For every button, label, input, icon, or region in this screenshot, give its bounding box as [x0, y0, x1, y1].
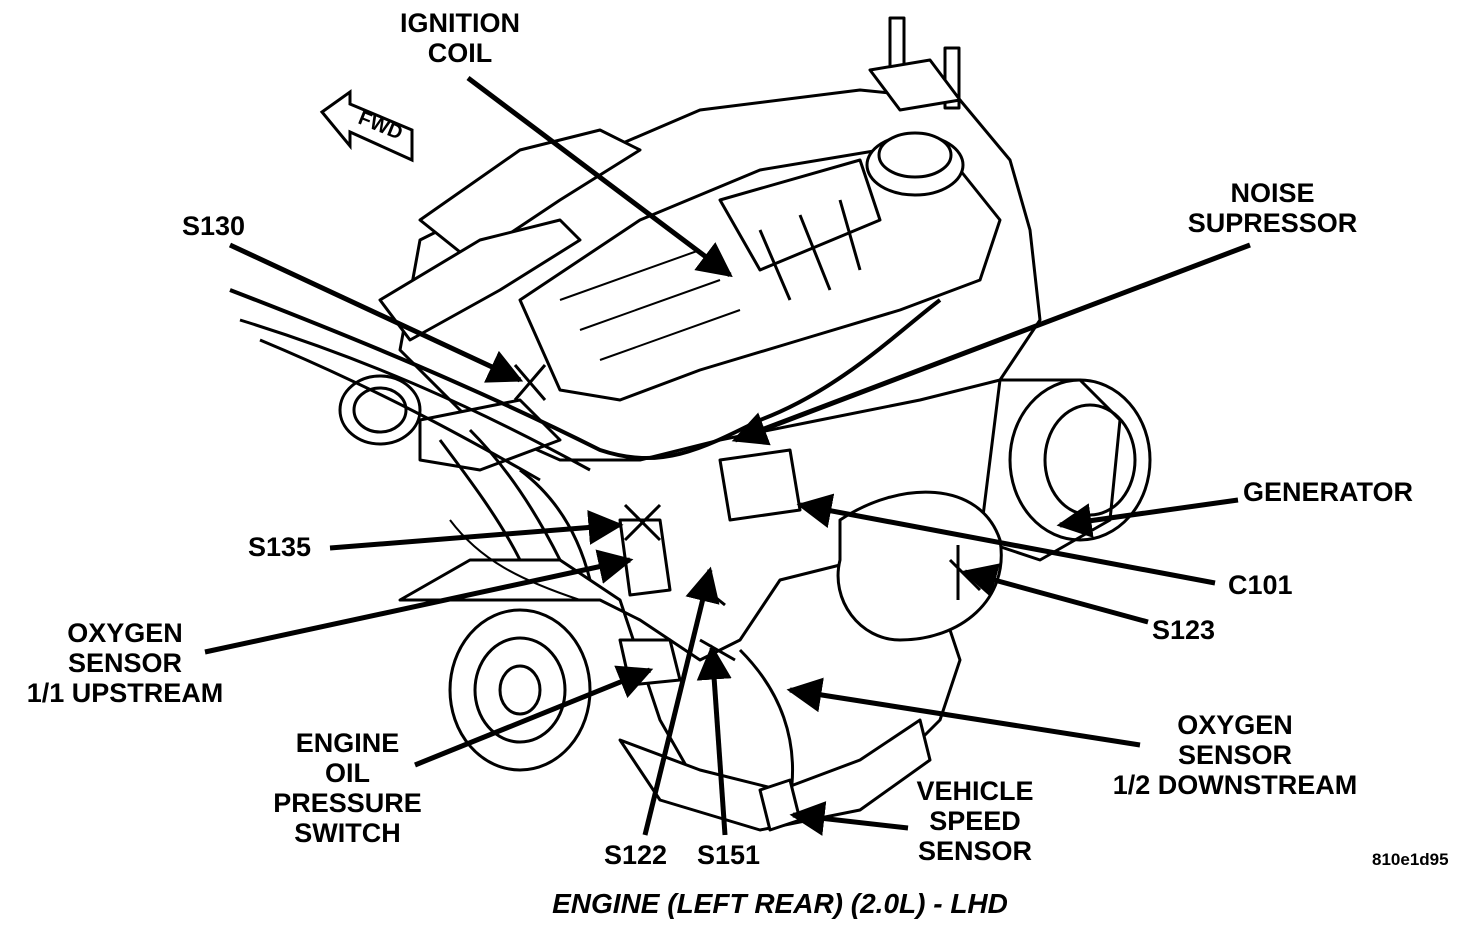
label-line: PRESSURE: [273, 788, 422, 818]
label-line: OXYGEN: [1177, 710, 1293, 740]
label-engine-oil-pressure-switch: ENGINE OIL PRESSURE SWITCH: [265, 728, 430, 848]
diagram-caption: ENGINE (LEFT REAR) (2.0L) - LHD: [552, 888, 1008, 919]
label-line: 1/2 DOWNSTREAM: [1112, 770, 1358, 800]
label-line: SUPRESSOR: [1187, 208, 1358, 238]
splice-marks: [513, 364, 982, 662]
leader-oil-pressure: [414, 665, 654, 768]
label-s151: S151: [697, 840, 761, 870]
figure-code: 810e1d95: [1372, 850, 1449, 869]
label-s122: S122: [604, 840, 668, 870]
label-oxygen-sensor-downstream: OXYGEN SENSOR 1/2 DOWNSTREAM: [1105, 710, 1365, 800]
leader-s130: [228, 242, 524, 383]
label-line: IGNITION: [400, 8, 520, 38]
leader-speed-sensor: [789, 801, 909, 836]
label-vehicle-speed-sensor: VEHICLE SPEED SENSOR: [910, 776, 1040, 866]
label-line: SENSOR: [917, 836, 1033, 866]
leader-s123: [961, 563, 1149, 625]
label-line: NOISE: [1230, 178, 1315, 208]
label-line: OIL: [325, 758, 370, 788]
leader-lines: [204, 76, 1251, 836]
label-line: SENSOR: [67, 648, 183, 678]
leader-ignition-coil: [466, 76, 733, 278]
leader-oxygen-upstream: [204, 549, 634, 655]
forward-arrow-icon: FWD: [319, 89, 414, 163]
label-line: OXYGEN: [67, 618, 183, 648]
leader-noise-supressor: [731, 242, 1251, 446]
leader-oxygen-downstream: [786, 677, 1141, 748]
leader-s135: [329, 510, 624, 551]
label-line: VEHICLE: [916, 776, 1034, 806]
label-noise-supressor: NOISE SUPRESSOR: [1180, 178, 1365, 238]
label-line: COIL: [427, 38, 493, 68]
leader-c101: [796, 493, 1216, 586]
leader-s151: [696, 644, 732, 836]
label-s123: S123: [1152, 615, 1216, 645]
label-line: SPEED: [929, 806, 1021, 836]
label-line: 1/1 UPSTREAM: [26, 678, 224, 708]
leader-s122: [642, 566, 720, 836]
label-oxygen-sensor-upstream: OXYGEN SENSOR 1/1 UPSTREAM: [20, 618, 230, 708]
label-c101: C101: [1228, 570, 1293, 600]
label-generator: GENERATOR: [1243, 477, 1414, 507]
label-line: SENSOR: [1177, 740, 1293, 770]
label-line: ENGINE: [295, 728, 400, 758]
label-s130: S130: [182, 211, 246, 241]
label-ignition-coil: IGNITION COIL: [390, 8, 530, 68]
label-line: SWITCH: [294, 818, 401, 848]
leader-generator: [1056, 497, 1239, 538]
label-s135: S135: [248, 532, 312, 562]
